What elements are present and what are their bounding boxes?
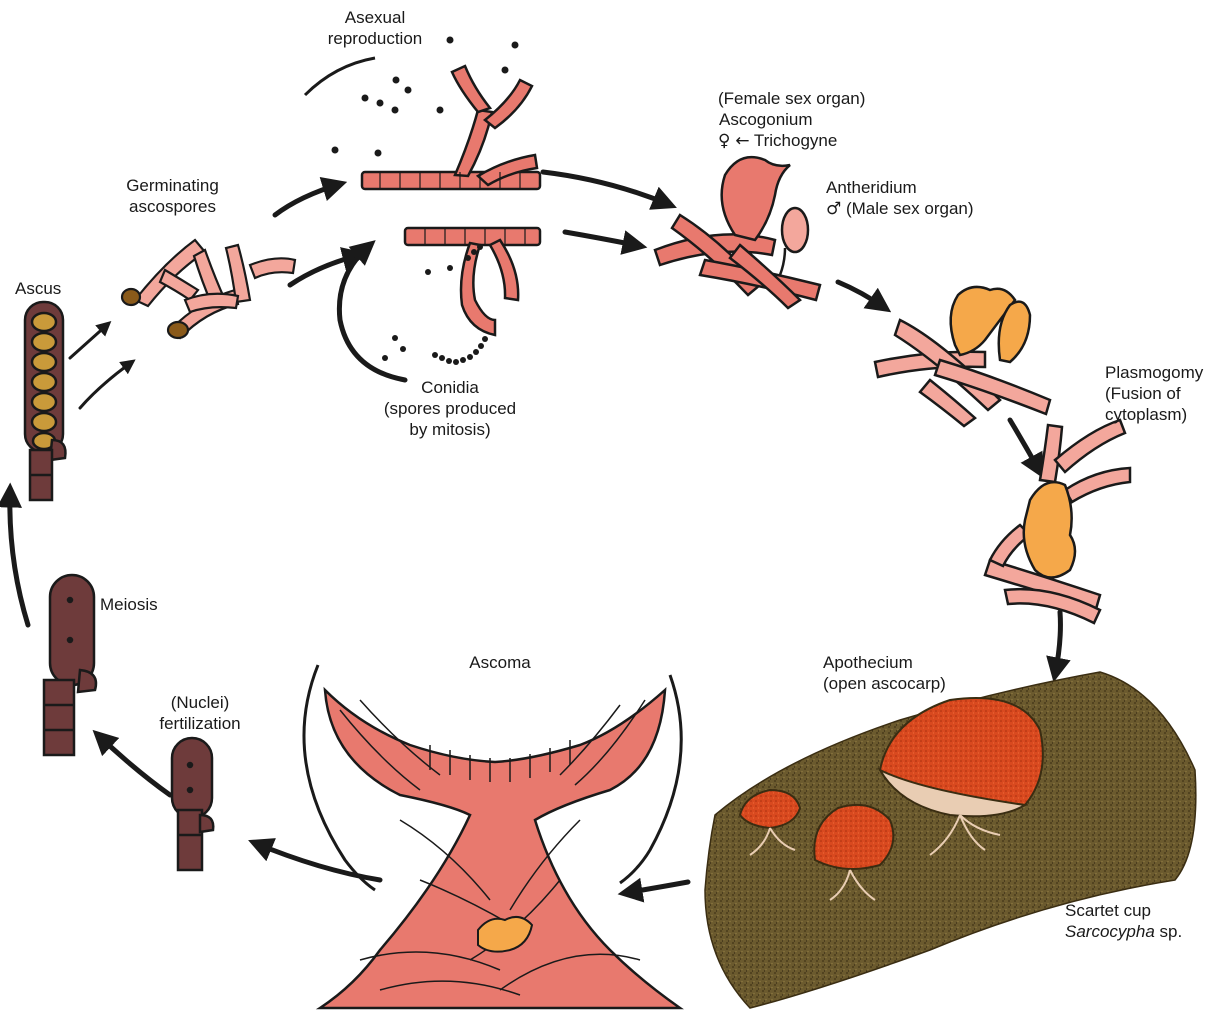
label-ascus: Ascus [15, 278, 61, 299]
fertilization-illustration [172, 738, 213, 870]
meiosis-stalk [44, 680, 74, 755]
ascoma-left-bracket [304, 665, 375, 890]
meiosis-cell [50, 575, 94, 685]
label-ascogonium: (Female sex organ) Ascogonium ♀ ← Tricho… [718, 88, 865, 152]
apothecium-illustration [705, 672, 1196, 1008]
left-arrow-symbol: ← [735, 131, 749, 151]
female-symbol: ♀ [718, 131, 730, 151]
arrow-ascus-to-germinating-top [70, 324, 108, 358]
arrow-ascus-to-germinating-bottom [80, 362, 132, 408]
arrow-conidia-loop [339, 245, 405, 380]
fused-cells [1024, 482, 1075, 577]
arrow-plasmogomy-to-apothecium [1055, 612, 1060, 675]
asexual-curve [305, 58, 375, 95]
arrow-pairing-to-plasmogomy [1010, 420, 1040, 472]
label-antheridium: Antheridium ♂ (Male sex organ) [826, 177, 974, 220]
arrow-asexual-to-sex-organs-top [543, 172, 670, 205]
conidia-illustration [382, 228, 540, 365]
ascospore-2 [168, 322, 188, 338]
antheridium [782, 208, 808, 252]
asexual-reproduction-illustration [305, 37, 540, 190]
asexual-spores [332, 37, 519, 157]
conidiophore-1 [490, 240, 518, 300]
arrow-germinating-to-asexual-top [275, 184, 340, 215]
ascospore-1 [122, 289, 140, 305]
label-meiosis: Meiosis [100, 594, 158, 615]
arrow-asexual-to-sex-organs-bottom [565, 232, 640, 246]
plasmogomy-illustration [985, 420, 1130, 623]
asexual-hypha-branch-3 [485, 80, 532, 128]
label-fertilization: (Nuclei)fertilization [145, 692, 255, 734]
arrow-meiosis-to-ascus [10, 490, 28, 625]
arrow-apothecium-to-ascoma [625, 882, 688, 893]
label-apothecium: Apothecium(open ascocarp) [823, 652, 946, 694]
germinating-ascospores-illustration [122, 240, 295, 338]
sex-organs-illustration [655, 157, 820, 308]
ascoma-illustration [304, 665, 681, 1008]
fertilization-cell [172, 738, 212, 818]
arrow-sex-organs-to-pairing [838, 282, 885, 308]
label-ascoma: Ascoma [450, 652, 550, 673]
male-symbol: ♂ [826, 199, 841, 219]
ascus-illustration [25, 302, 65, 500]
asexual-hypha-branch-2 [452, 66, 490, 112]
meiosis-illustration [44, 575, 96, 755]
ascoma-body [320, 690, 680, 1008]
arrow-ascoma-to-fertilization [255, 843, 380, 880]
ascogonium [722, 157, 790, 240]
fertilization-stalk [178, 810, 202, 870]
arrow-fertilization-to-meiosis [98, 735, 170, 795]
label-scarlet-cup: Scartet cup Sarcocypha sp. [1065, 900, 1182, 942]
pairing-illustration [875, 287, 1050, 426]
